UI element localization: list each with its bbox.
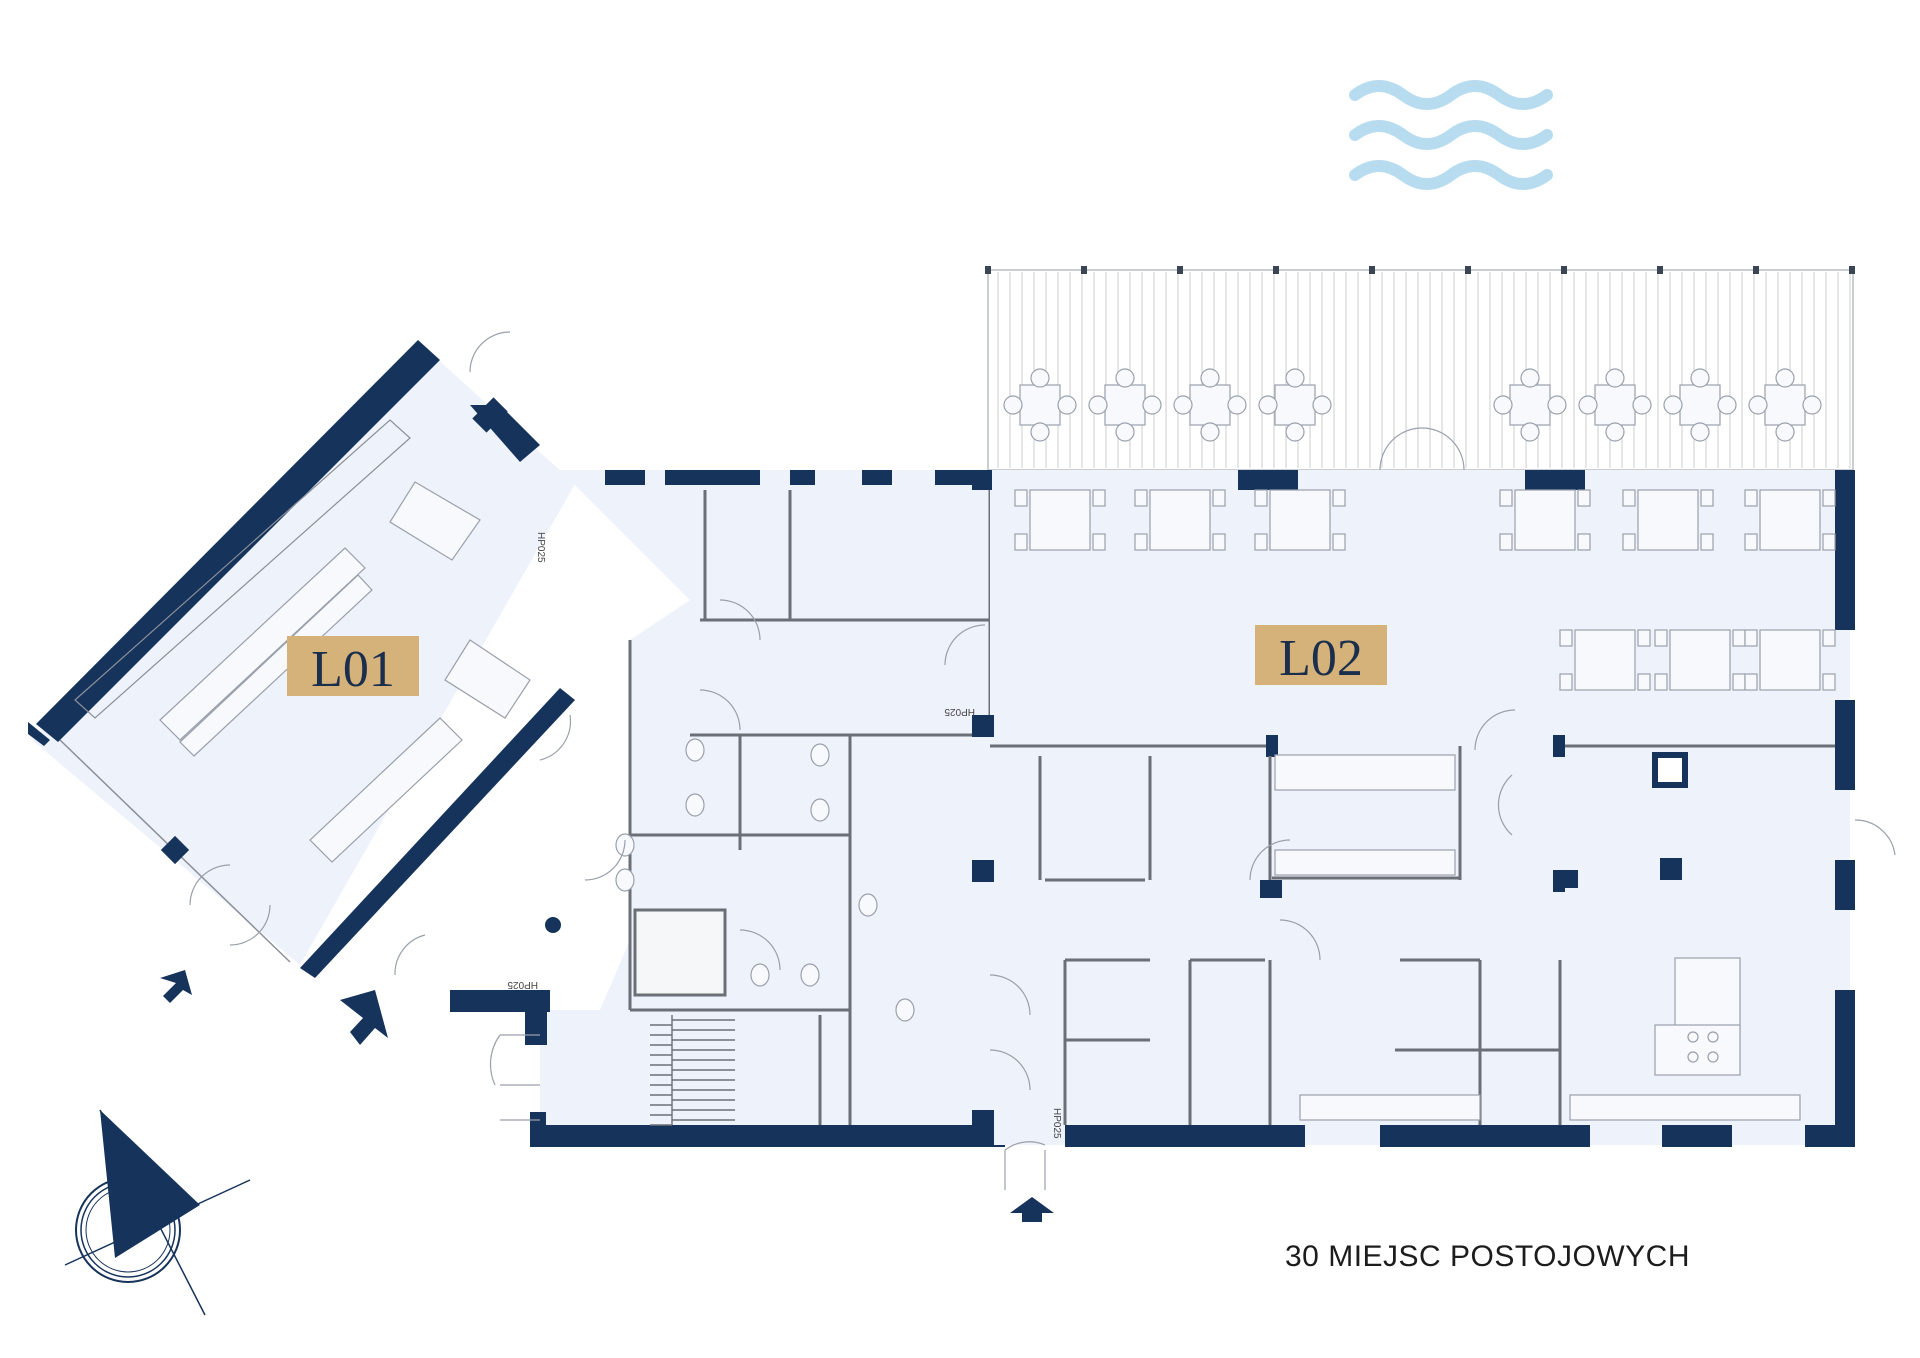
fixture: [810, 798, 830, 822]
terrace: [985, 266, 1855, 471]
central-core: [450, 470, 1533, 1147]
fixture: [895, 998, 915, 1022]
entrance-arrow-icon: [340, 990, 388, 1045]
entrance-arrow-icon: [1010, 1197, 1054, 1222]
unit-l02-main: [944, 470, 1896, 1147]
entrance-arrow-icon: [160, 970, 192, 1003]
fixture: [858, 893, 878, 917]
stair-code-1: HP025: [535, 532, 546, 563]
north-compass-icon: [64, 1109, 251, 1316]
dining-table-set: [1499, 489, 1591, 551]
terrace-table-set: [1663, 368, 1737, 442]
unit-label-l02: L02: [1255, 625, 1387, 687]
fixture: [800, 963, 820, 987]
dining-table-set: [1744, 629, 1836, 691]
dining-table-set: [1014, 489, 1106, 551]
fixture: [685, 738, 705, 762]
dining-table-set: [1622, 489, 1714, 551]
fixture: [750, 963, 770, 987]
terrace-table-set: [1258, 368, 1332, 442]
fixture: [615, 868, 635, 892]
terrace-table-set: [1173, 368, 1247, 442]
dining-table-set: [1744, 489, 1836, 551]
water-waves-icon: [1349, 80, 1553, 190]
dining-table-set: [1559, 629, 1651, 691]
terrace-table-set: [1088, 368, 1162, 442]
unit-label-l01-text: L01: [311, 641, 395, 698]
unit-label-l01: L01: [287, 636, 419, 698]
unit-label-l02-text: L02: [1279, 630, 1363, 687]
stair-code-2: HP025: [944, 706, 975, 717]
terrace-table-set: [1003, 368, 1077, 442]
dining-table-set: [1254, 489, 1346, 551]
fixture: [685, 793, 705, 817]
dining-table-set: [1654, 629, 1746, 691]
terrace-table-set: [1493, 368, 1567, 442]
stair-code-4: HP025: [1051, 1108, 1062, 1139]
stair-code-3: HP025: [507, 979, 538, 990]
parking-caption: 30 MIEJSC POSTOJOWYCH: [1285, 1240, 1691, 1273]
terrace-table-set: [1578, 368, 1652, 442]
dining-table-set: [1134, 489, 1226, 551]
fixture: [810, 743, 830, 767]
terrace-table-set: [1748, 368, 1822, 442]
